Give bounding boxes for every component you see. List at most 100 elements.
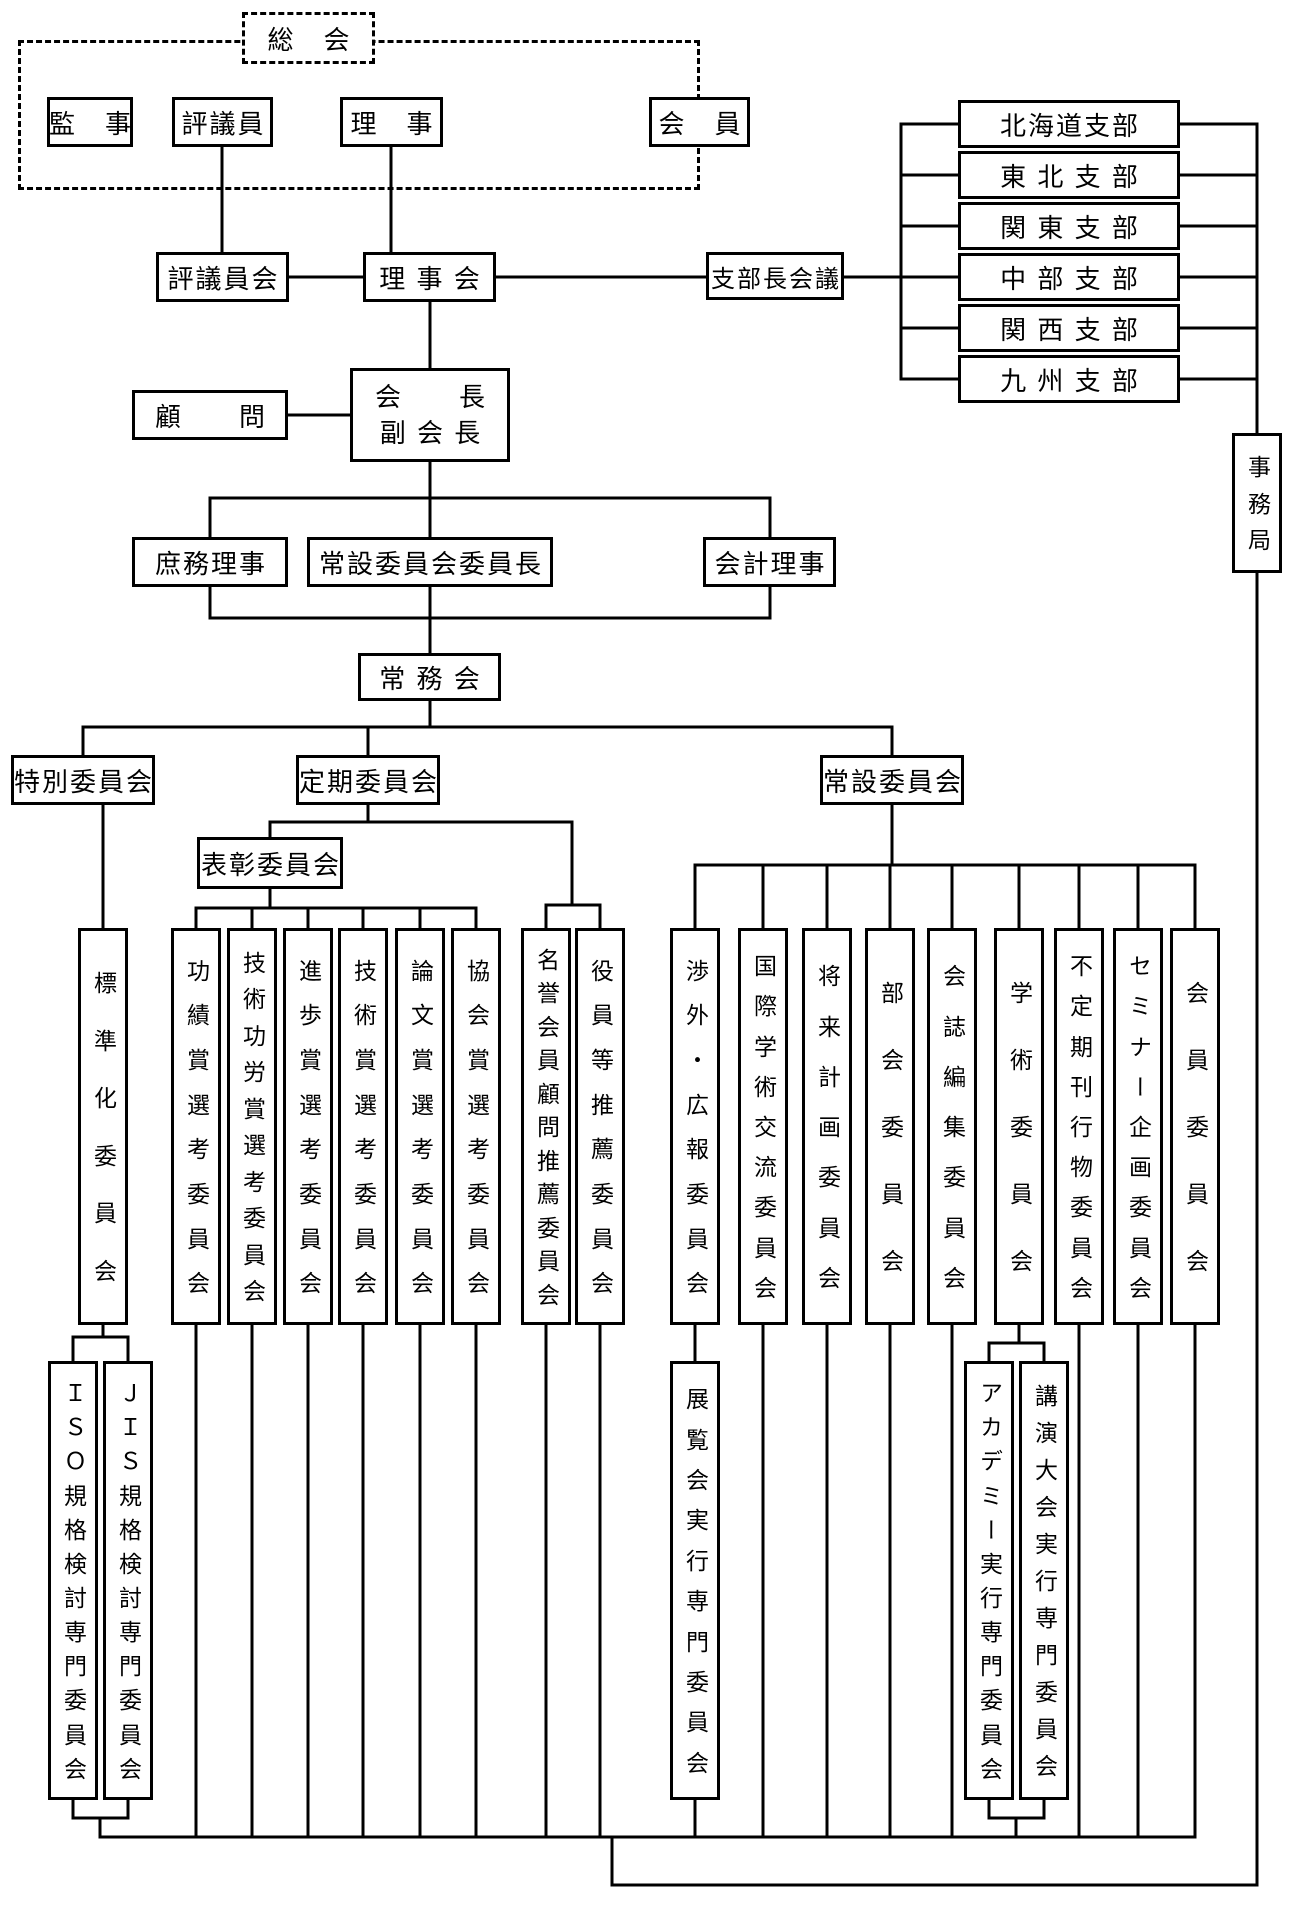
committee-membership: 会員委員会: [1170, 928, 1220, 1325]
bottom-links: [71, 1323, 1259, 1887]
node-label: 監 事: [49, 108, 134, 139]
committee-label: アカデミー実行専門委員会: [976, 1381, 1003, 1780]
node-commendation-committee: 表彰委員会: [197, 837, 343, 889]
committee-technology-award: 技術賞選考委員会: [338, 928, 388, 1325]
committee-label: 部会委員会: [877, 981, 904, 1272]
node-standing-committee-chair: 常設委員会委員長: [307, 537, 553, 587]
node-board-of-directors: 理 事 会: [363, 252, 496, 302]
committee-label: セミナー企画委員会: [1125, 954, 1152, 1299]
committee-label: 功績賞選考委員会: [183, 958, 210, 1295]
committee-academic: 学術委員会: [994, 928, 1044, 1325]
node-label: 支部長会議: [711, 265, 841, 293]
committee-standardization: 標準化委員会: [78, 928, 128, 1325]
committee-honorary-recommendation: 名誉会員顧問推薦委員会: [521, 928, 571, 1325]
committee-sectional: 部会委員会: [865, 928, 915, 1325]
committee-links: [81, 725, 1197, 930]
node-label: 顧 問: [154, 401, 267, 432]
node-label: 総 会: [267, 24, 352, 55]
node-periodic-committee: 定期委員会: [296, 755, 440, 805]
committee-label: 協会賞選考委員会: [463, 958, 490, 1295]
node-label: 中 部 支 部: [1000, 263, 1140, 294]
committee-label: 渉外・広報委員会: [682, 958, 709, 1295]
committee-label: 将来計画委員会: [814, 964, 841, 1289]
committee-label: 不定期刊行物委員会: [1066, 954, 1093, 1299]
committee-label: 論文賞選考委員会: [407, 958, 434, 1295]
node-president-vice-president: 会 長 副 会 長: [350, 368, 510, 462]
committee-pr: 渉外・広報委員会: [670, 928, 720, 1325]
node-label: 特別委員会: [14, 766, 155, 797]
node-label: 表彰委員会: [201, 849, 342, 880]
node-branch-heads-meeting: 支部長会議: [706, 252, 844, 300]
node-label: 九 州 支 部: [1000, 365, 1140, 396]
node-secretariat: 事務局: [1232, 433, 1282, 573]
committee-label: 技術功労賞選考委員会: [239, 950, 266, 1303]
subcommittee-lecture-convention: 講演大会実行専門委員会: [1019, 1361, 1069, 1800]
committee-officer-recommendation: 役員等推薦委員会: [575, 928, 625, 1325]
committee-label: 標準化委員会: [90, 971, 117, 1282]
committee-seminar-planning: セミナー企画委員会: [1113, 928, 1163, 1325]
node-councilor: 評議員: [172, 97, 273, 147]
node-label: 北海道支部: [999, 110, 1140, 141]
node-label: 東 北 支 部: [1000, 161, 1140, 192]
committee-future-planning: 将来計画委員会: [802, 928, 852, 1325]
node-branch-kansai: 関 西 支 部: [958, 304, 1180, 352]
committee-journal-editing: 会誌編集委員会: [927, 928, 977, 1325]
node-accounting-director: 会計理事: [703, 537, 836, 587]
subcommittee-exhibition: 展覧会実行専門委員会: [670, 1361, 720, 1800]
node-council: 評議員会: [156, 252, 289, 302]
node-general-affairs-director: 庶務理事: [132, 537, 288, 587]
node-general-assembly: 総 会: [242, 12, 375, 64]
node-label: 理 事: [350, 108, 435, 139]
node-label: 会 員: [658, 108, 743, 139]
node-member: 会 員: [649, 97, 750, 147]
node-label: 常設委員会: [823, 766, 964, 797]
committee-label: 進歩賞選考委員会: [295, 958, 322, 1295]
node-label: 常 務 会: [379, 663, 482, 694]
vice-president-label: 副 会 長: [379, 417, 483, 448]
node-label: 関 西 支 部: [1000, 314, 1140, 345]
committee-label: 役員等推薦委員会: [587, 958, 614, 1295]
node-label: 評議員会: [167, 263, 280, 294]
committee-label: 会誌編集委員会: [939, 964, 966, 1289]
node-label: 理 事 会: [379, 263, 482, 294]
node-director: 理 事: [340, 97, 443, 147]
executive-links: [208, 496, 772, 729]
committee-tech-merit-award: 技術功労賞選考委員会: [227, 928, 277, 1325]
node-branch-tohoku: 東 北 支 部: [958, 151, 1180, 199]
committee-label: 展覧会実行専門委員会: [682, 1387, 709, 1774]
node-label: 関 東 支 部: [1000, 212, 1140, 243]
committee-label: 会員委員会: [1182, 981, 1209, 1272]
node-label: 定期委員会: [299, 766, 440, 797]
subcommittee-academy: アカデミー実行専門委員会: [964, 1361, 1014, 1800]
branch-links: [842, 122, 1259, 1887]
committee-occasional-publications: 不定期刊行物委員会: [1054, 928, 1104, 1325]
committee-progress-award: 進歩賞選考委員会: [283, 928, 333, 1325]
node-branch-chubu: 中 部 支 部: [958, 253, 1180, 301]
node-standing-committee: 常設委員会: [820, 755, 964, 805]
node-advisor: 顧 問: [132, 390, 288, 440]
node-label: 事務局: [1244, 455, 1271, 551]
committee-merit-award: 功績賞選考委員会: [171, 928, 221, 1325]
top-links: [220, 145, 708, 500]
committee-label: 名誉会員顧問推薦委員会: [533, 947, 560, 1306]
committee-label: 講演大会実行専門委員会: [1031, 1384, 1058, 1777]
node-branch-hokkaido: 北海道支部: [958, 100, 1180, 148]
node-label: 常設委員会委員長: [318, 548, 543, 579]
president-label: 会 長: [374, 381, 487, 412]
committee-label: 国際学術交流委員会: [750, 954, 777, 1299]
node-label: 評議員: [181, 108, 266, 139]
node-branch-kanto: 関 東 支 部: [958, 202, 1180, 250]
node-auditor: 監 事: [47, 97, 133, 147]
committee-label: 学術委員会: [1006, 981, 1033, 1272]
node-managing-meeting: 常 務 会: [358, 653, 501, 701]
committee-label: 技術賞選考委員会: [350, 958, 377, 1295]
node-branch-kyushu: 九 州 支 部: [958, 355, 1180, 403]
committee-society-award: 協会賞選考委員会: [451, 928, 501, 1325]
committee-paper-award: 論文賞選考委員会: [395, 928, 445, 1325]
committee-intl-exchange: 国際学術交流委員会: [738, 928, 788, 1325]
